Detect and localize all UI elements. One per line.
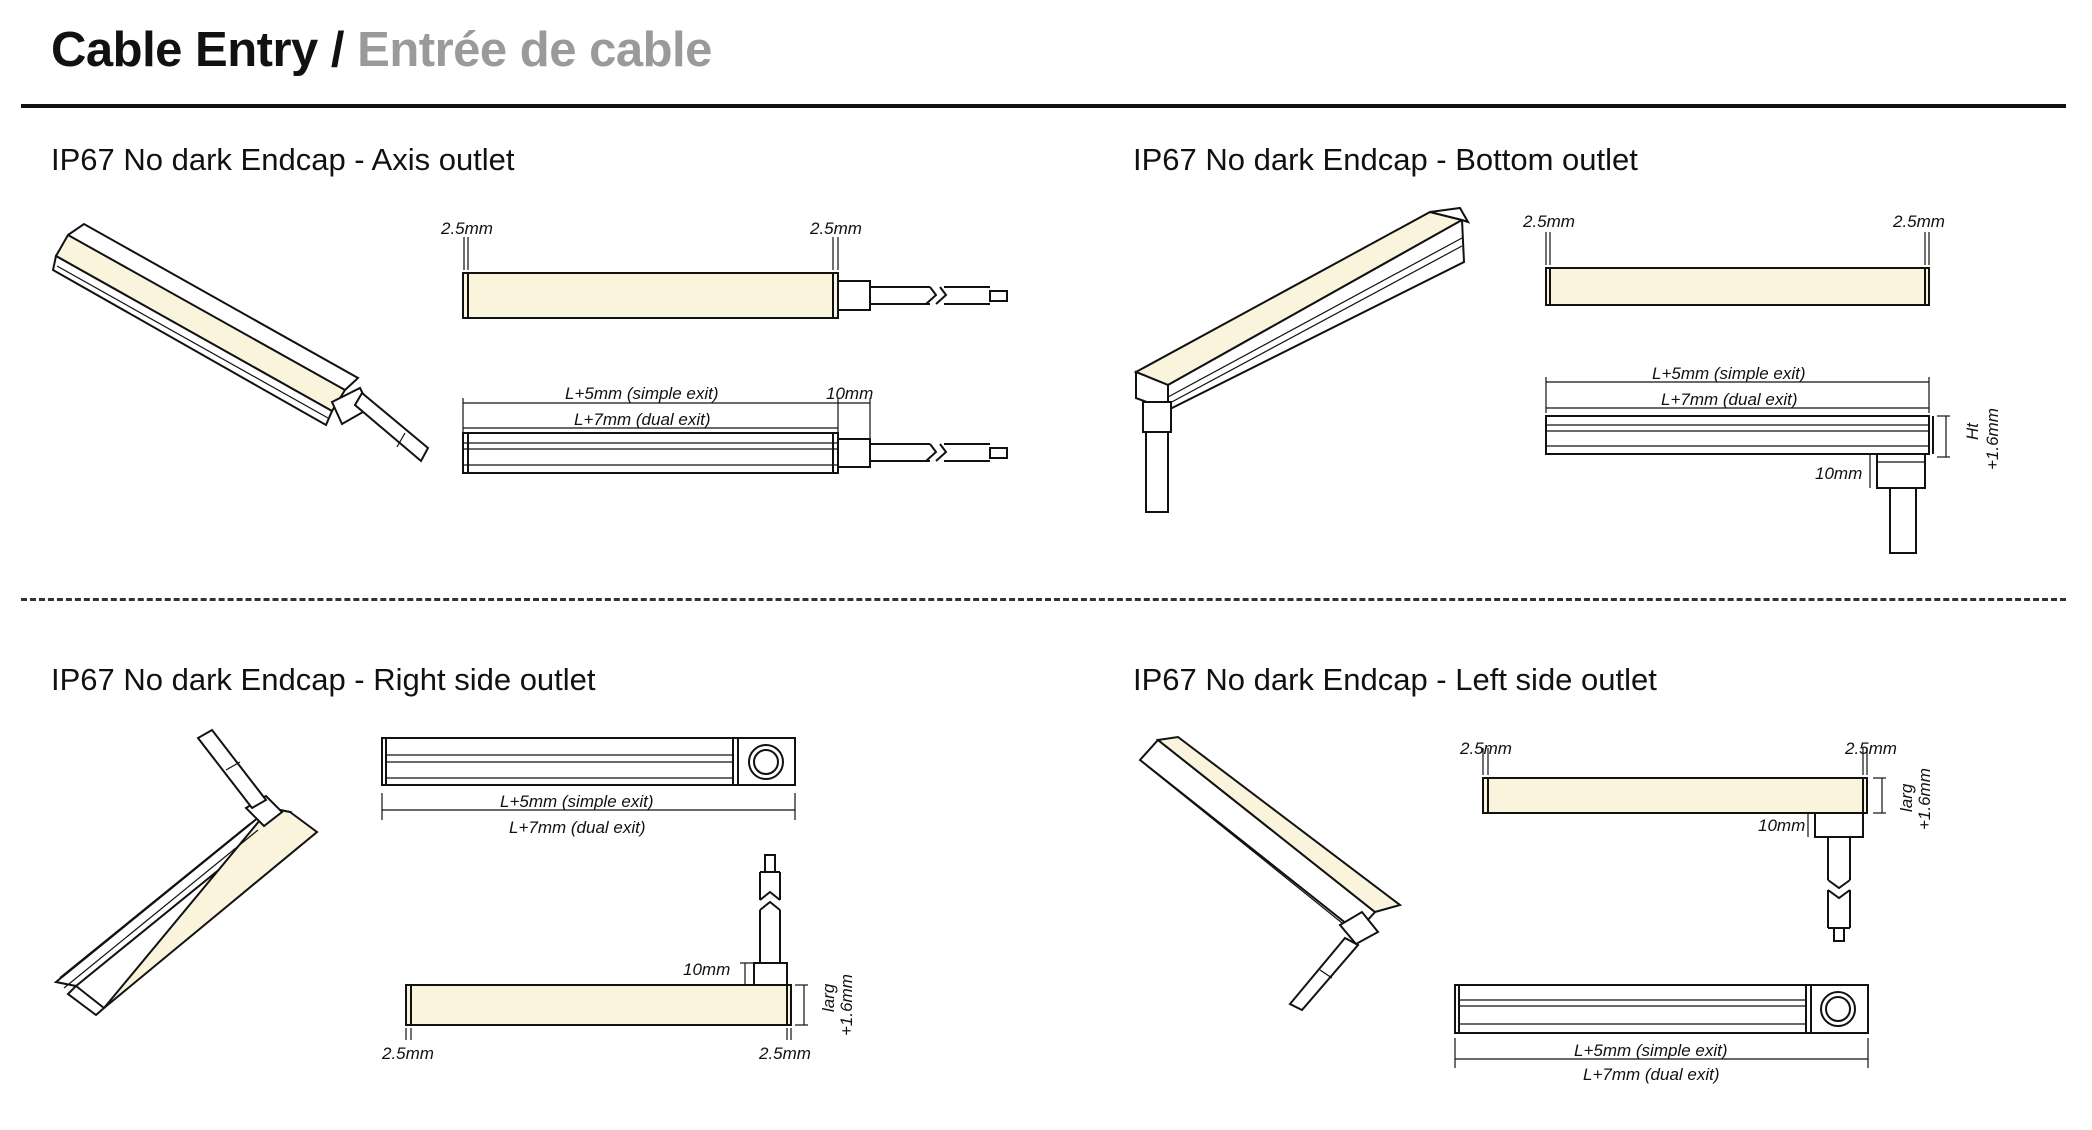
bottom-dim-right: 2.5mm xyxy=(1892,212,1945,231)
left-side-outlet-drawing: 2.5mm 2.5mm larg +1.6mm 10mm xyxy=(1138,735,1934,1084)
axis-simple-exit-view: 2.5mm 2.5mm xyxy=(440,219,1008,319)
left-dim-width-tolerance: +1.6mm xyxy=(1915,768,1934,830)
left-bottom-view: L+5mm (simple exit) L+7mm (dual exit) xyxy=(1454,984,1869,1084)
axis-dual-exit-view: L+5mm (simple exit) L+7mm (dual exit) 10… xyxy=(462,384,1008,474)
left-dim-cable: 10mm xyxy=(1758,816,1805,835)
section-title-bottom-outlet: IP67 No dark Endcap - Bottom outlet xyxy=(1133,142,1638,177)
left-dim-simple: L+5mm (simple exit) xyxy=(1574,1041,1728,1060)
bottom-outlet-drawing: 2.5mm 2.5mm L+5mm (simple exit) L+7mm (d… xyxy=(1133,206,2002,554)
axis-dim-left: 2.5mm xyxy=(440,219,493,238)
axis-dim-right: 2.5mm xyxy=(809,219,862,238)
section-title-right-side-outlet: IP67 No dark Endcap - Right side outlet xyxy=(51,662,596,697)
title-separator: / xyxy=(317,23,358,77)
left-dim-left: 2.5mm xyxy=(1459,739,1512,758)
axis-dim-simple: L+5mm (simple exit) xyxy=(565,384,719,403)
axis-outlet-drawing: 2.5mm 2.5mm L+5mm (simple exit) L+7mm (d… xyxy=(51,219,1008,474)
bottom-dim-cable: 10mm xyxy=(1815,464,1862,483)
bottom-dim-left: 2.5mm xyxy=(1522,212,1575,231)
right-dim-width-tolerance: +1.6mm xyxy=(837,974,856,1036)
axis-dim-dual: L+7mm (dual exit) xyxy=(574,410,711,429)
right-dim-left: 2.5mm xyxy=(381,1044,434,1063)
page-title: Cable Entry / Entrée de cable xyxy=(51,22,712,78)
bottom-dim-height-tolerance: +1.6mm xyxy=(1983,408,2002,470)
section-title-axis-outlet: IP67 No dark Endcap - Axis outlet xyxy=(51,142,515,177)
section-title-left-side-outlet: IP67 No dark Endcap - Left side outlet xyxy=(1133,662,1657,697)
left-dim-dual: L+7mm (dual exit) xyxy=(1583,1065,1720,1084)
left-perspective-view xyxy=(1138,735,1403,1012)
right-dim-simple: L+5mm (simple exit) xyxy=(500,792,654,811)
title-english: Cable Entry xyxy=(51,23,318,77)
header-divider xyxy=(21,104,2066,108)
bottom-dim-simple: L+5mm (simple exit) xyxy=(1652,364,1806,383)
axis-perspective-view xyxy=(51,222,430,463)
title-french: Entrée de cable xyxy=(357,23,712,77)
left-dim-width: larg xyxy=(1897,783,1916,812)
axis-dim-cable: 10mm xyxy=(826,384,873,403)
right-dim-right: 2.5mm xyxy=(758,1044,811,1063)
right-front-view: 10mm larg +1.6mm 2.5mm 2.5mm xyxy=(381,854,856,1063)
left-dim-right: 2.5mm xyxy=(1844,739,1897,758)
bottom-dim-dual: L+7mm (dual exit) xyxy=(1661,390,1798,409)
bottom-perspective-view xyxy=(1133,206,1471,513)
right-top-view: L+5mm (simple exit) L+7mm (dual exit) xyxy=(381,737,796,837)
right-perspective-view xyxy=(53,728,319,1017)
section-divider xyxy=(21,598,2066,601)
right-side-outlet-drawing: L+5mm (simple exit) L+7mm (dual exit) 10… xyxy=(53,728,856,1063)
right-dim-cable: 10mm xyxy=(683,960,730,979)
bottom-dim-height: Ht xyxy=(1963,422,1982,440)
right-dim-dual: L+7mm (dual exit) xyxy=(509,818,646,837)
right-dim-width: larg xyxy=(819,983,838,1012)
left-top-view: 2.5mm 2.5mm larg +1.6mm 10mm xyxy=(1459,739,1934,942)
bottom-simple-exit-view: 2.5mm 2.5mm xyxy=(1522,212,1945,306)
bottom-dual-exit-view: L+5mm (simple exit) L+7mm (dual exit) Ht… xyxy=(1545,364,2002,554)
